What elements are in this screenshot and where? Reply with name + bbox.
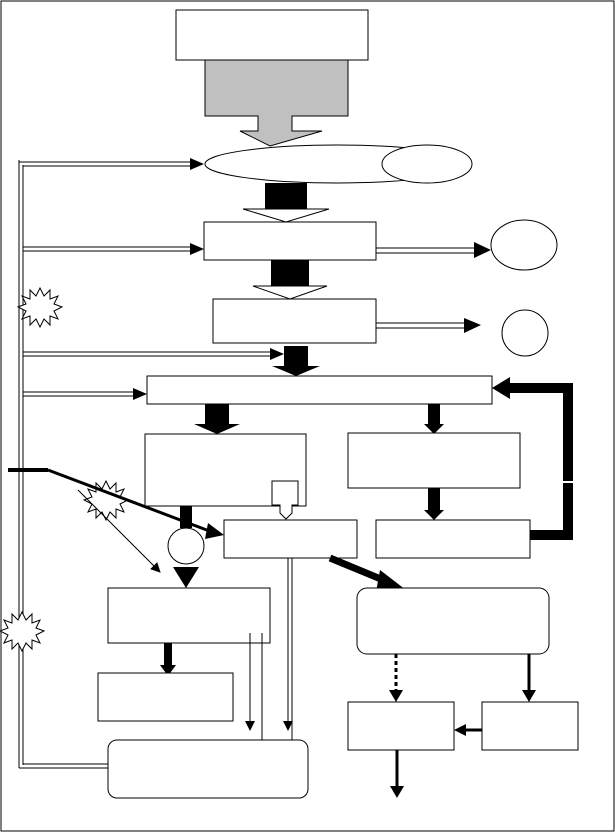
feedback-to-box2-head: [190, 243, 204, 255]
thick-arrow-head-5: [424, 424, 444, 434]
box-right-low: [375, 519, 531, 559]
right-thick-feedback: [510, 383, 573, 540]
thick-arrow-shaft-1: [265, 183, 307, 209]
top-box: [175, 9, 369, 61]
box-left-low: [107, 587, 271, 644]
diagonal-to-rounded-head: [376, 570, 406, 592]
rounded-bottom: [107, 739, 309, 799]
diagonal-to-center-head: [205, 523, 224, 539]
box-center: [223, 519, 358, 559]
thick-arrow-shaft-2: [271, 260, 309, 286]
starburst-3: [0, 610, 46, 653]
thick-arrow-shaft-4: [205, 404, 229, 424]
solid-arrow-right-head: [522, 690, 536, 702]
right-thick-feedback-head: [492, 377, 510, 399]
thick-arrow-shaft-8: [164, 643, 172, 665]
gray-block-arrow: [204, 59, 349, 147]
thick-arrow-head-3: [272, 366, 320, 376]
double-arrow-3-head: [464, 318, 481, 333]
double-arrow-2-head: [474, 242, 491, 258]
starburst-1: [16, 286, 64, 329]
thick-arrow-shaft-5: [428, 404, 440, 424]
diagonal-to-rounded: [328, 554, 390, 586]
thick-arrow-head-2: [252, 285, 328, 300]
box-3: [212, 298, 377, 344]
wide-box: [146, 375, 493, 405]
thick-arrow-shaft-6: [428, 488, 440, 510]
rounded-right: [356, 587, 550, 655]
box-2: [203, 221, 377, 261]
starburst-2: [82, 479, 130, 522]
box-br-right: [481, 701, 579, 751]
thick-arrow-shaft-7: [180, 506, 192, 528]
circle-2: [490, 219, 558, 271]
circle-small: [167, 527, 205, 565]
thick-arrow-head-4: [194, 424, 240, 434]
arrow-out-bottom-head: [390, 786, 404, 798]
box-br-left: [347, 701, 455, 751]
box-bottom-left-small: [97, 672, 234, 722]
diagonal-thin: [77, 489, 161, 573]
feedback-to-oval-head: [190, 158, 204, 170]
thick-arrow-head-1: [242, 208, 330, 223]
notch-arrow: [271, 480, 299, 520]
box-right-mid: [347, 432, 521, 489]
arrow-br-right-to-left-head: [454, 724, 466, 736]
feedback-to-wide-head: [133, 388, 147, 400]
thick-arrow-shaft-3: [284, 346, 308, 366]
dotted-arrow-head: [389, 690, 403, 702]
feedback-to-thick3-head: [270, 348, 284, 360]
thick-arrow-head-8: [160, 665, 176, 676]
circle-3: [501, 309, 549, 357]
circle-small-arrow: [173, 567, 199, 588]
oval-1-inner: [381, 144, 473, 184]
thick-arrow-head-6: [424, 510, 444, 520]
